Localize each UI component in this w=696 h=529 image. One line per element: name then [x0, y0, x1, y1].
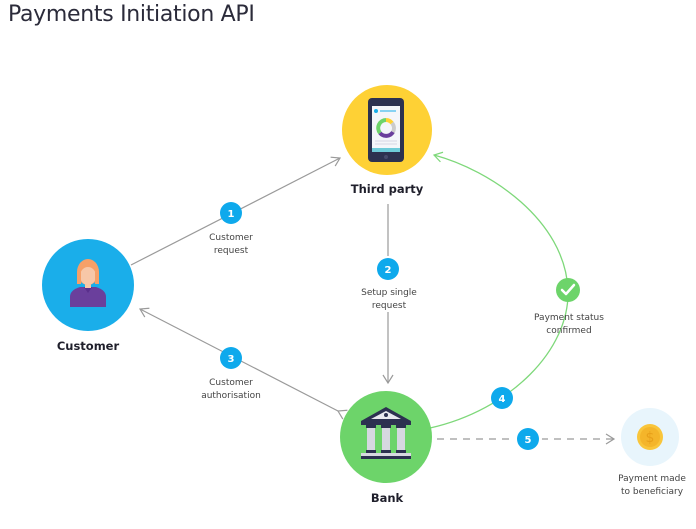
step-number: 1	[228, 209, 235, 220]
step-badge	[491, 387, 513, 409]
customer-label: Customer	[57, 339, 120, 353]
step-number: 3	[228, 354, 235, 365]
step-1: 1 Customer request	[209, 202, 253, 256]
dollar-coin-icon: $	[637, 424, 663, 450]
bank-node: Bank	[340, 391, 432, 505]
step-label-line2: request	[372, 301, 407, 311]
step-number: 5	[525, 435, 532, 446]
smartphone-chart-icon	[368, 98, 404, 162]
step-2: 2 Setup single request	[350, 256, 426, 312]
step-label-line1: Customer	[209, 378, 253, 388]
bank-label: Bank	[371, 491, 404, 505]
third-party-node: Third party	[342, 85, 432, 196]
step-badge	[220, 202, 242, 224]
person-avatar-icon	[70, 259, 106, 307]
step-4: 4	[491, 387, 513, 409]
status-label-line2: confirmed	[546, 326, 591, 336]
svg-text:$: $	[646, 430, 655, 446]
status-label-line1: Payment status	[534, 313, 604, 323]
checkmark-icon	[560, 283, 576, 296]
beneficiary-label-line1: Payment made	[618, 474, 686, 484]
beneficiary-node: $ Payment made to beneficiary	[618, 408, 686, 497]
payment-status-confirmed: Payment status confirmed	[534, 278, 604, 336]
step-badge	[377, 258, 399, 280]
customer-node: Customer	[42, 239, 134, 353]
step-label-line2: request	[214, 246, 249, 256]
step-label-line1: Customer	[209, 233, 253, 243]
step-3: 3 Customer authorisation	[201, 347, 261, 401]
step-label-line2: authorisation	[201, 391, 261, 401]
step-number: 2	[385, 265, 392, 276]
step-badge	[220, 347, 242, 369]
step-5: 5	[514, 425, 542, 453]
step-number: 4	[499, 394, 506, 405]
third-party-label: Third party	[351, 182, 424, 196]
step-badge	[517, 428, 539, 450]
beneficiary-label-line2: to beneficiary	[621, 487, 684, 497]
page-title: Payments Initiation API	[8, 2, 255, 27]
step-label-line1: Setup single	[361, 288, 417, 298]
arrow-bank-to-third-party-status	[429, 151, 569, 429]
bank-building-icon	[361, 407, 411, 459]
